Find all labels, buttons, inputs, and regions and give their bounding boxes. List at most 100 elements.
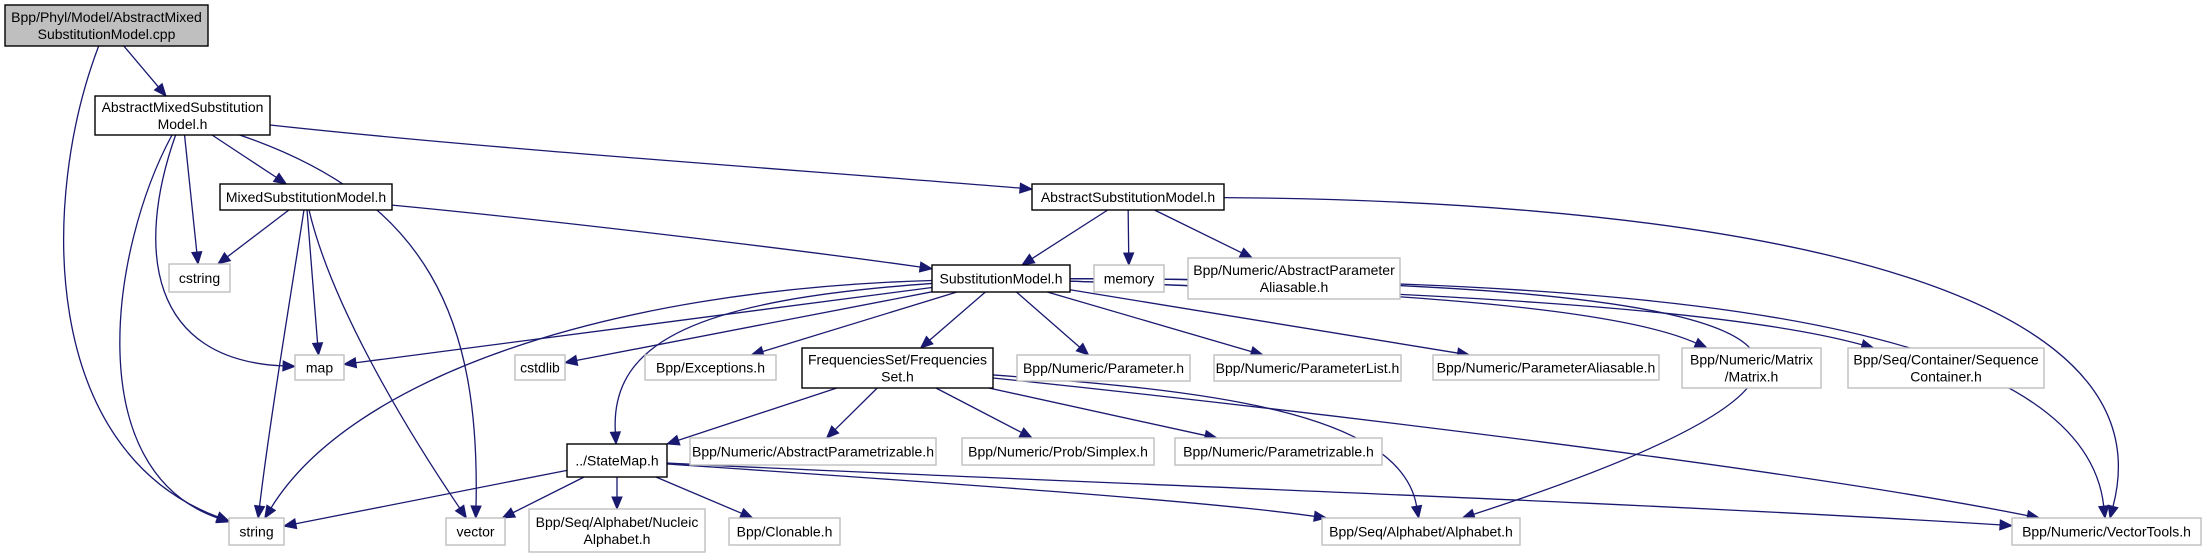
arrowhead-icon <box>1018 427 1034 439</box>
node-label: map <box>306 360 333 376</box>
node-msm-h[interactable]: MixedSubstitutionModel.h <box>219 183 393 211</box>
node-box <box>1174 437 1383 466</box>
edge-line <box>269 124 1021 189</box>
node-label: FrequenciesSet/Frequencies <box>808 352 987 368</box>
node-box <box>801 347 994 389</box>
node-label: cstring <box>179 270 220 286</box>
arrowhead-icon <box>1410 504 1423 520</box>
edge-line <box>666 463 1315 517</box>
arrowhead-icon <box>919 335 934 349</box>
node-label: cstdlib <box>520 360 560 376</box>
arrowhead-icon <box>825 425 840 439</box>
edge-sm_h-to-cstdlib <box>563 291 933 366</box>
edge-line <box>1047 291 1252 353</box>
edge-fs_h-to-absparametrizable_h <box>825 387 878 439</box>
node-label: Bpp/Seq/Alphabet/Alphabet.h <box>1329 524 1513 540</box>
node-box <box>1187 257 1401 300</box>
node-label: Bpp/Clonable.h <box>737 524 833 540</box>
arrowhead-icon <box>342 356 358 369</box>
node-box <box>445 517 506 546</box>
node-label: Alphabet.h <box>584 531 651 547</box>
node-label: Bpp/Numeric/ParameterList.h <box>1216 360 1400 376</box>
edge-sm_h-to-alphabet_h <box>1069 278 1759 520</box>
edges-layer <box>63 45 2120 531</box>
node-box <box>566 443 668 478</box>
edge-sm_h-to-fs_h <box>919 291 986 349</box>
edge-msm_h-to-vector <box>308 209 468 520</box>
node-fs-h[interactable]: FrequenciesSet/FrequenciesSet.h <box>801 347 994 389</box>
edge-line <box>1127 209 1130 254</box>
node-exceptions-h: Bpp/Exceptions.h <box>644 354 777 381</box>
edge-line <box>306 209 319 344</box>
node-box <box>1321 517 1521 546</box>
arrowhead-icon <box>1122 252 1135 267</box>
node-box <box>228 517 285 546</box>
edge-asm_h-to-sm_h <box>1020 209 1109 266</box>
edge-amsm_h-to-asm_h <box>269 124 1034 194</box>
node-cstring: cstring <box>168 263 231 293</box>
node-box <box>514 354 566 381</box>
arrowhead-icon <box>153 82 167 97</box>
edge-line <box>614 282 933 433</box>
node-map: map <box>294 354 345 381</box>
edge-line <box>1031 209 1109 260</box>
edge-amsm_h-to-msm_h <box>211 134 288 185</box>
node-sm-h[interactable]: SubstitutionModel.h <box>931 264 1071 293</box>
edge-line <box>1223 196 2120 507</box>
node-label: AbstractMixedSubstitution <box>102 99 264 115</box>
edge-line <box>119 134 218 519</box>
edge-line <box>155 134 284 367</box>
edge-sm_h-to-parameter_h <box>1016 291 1090 356</box>
arrowhead-icon <box>216 251 232 265</box>
edge-line <box>1069 278 2105 507</box>
edge-line <box>666 462 2001 526</box>
arrowhead-icon <box>311 342 324 357</box>
node-label: Aliasable.h <box>1260 279 1329 295</box>
node-vectortools-h: Bpp/Numeric/VectorTools.h <box>2011 517 2202 546</box>
node-label: Bpp/Numeric/Matrix <box>1690 352 1813 368</box>
arrowhead-icon <box>1019 182 1034 194</box>
arrowhead-icon <box>738 507 754 519</box>
arrowhead-icon <box>470 505 482 520</box>
node-simplex-h: Bpp/Numeric/Prob/Simplex.h <box>961 437 1155 466</box>
node-label: Bpp/Numeric/VectorTools.h <box>2022 524 2191 540</box>
edge-sm_h-to-paramaliasable_h <box>1069 289 1471 359</box>
node-alphabet-h: Bpp/Seq/Alphabet/Alphabet.h <box>1321 517 1521 546</box>
arrowhead-icon <box>1238 247 1254 259</box>
arrowhead-icon <box>1999 519 2014 531</box>
edge-line <box>123 45 159 88</box>
arrowhead-icon <box>2097 504 2110 520</box>
edge-fs_h-to-statemap_h <box>665 387 838 446</box>
edge-line <box>270 279 933 509</box>
node-label: string <box>239 524 273 540</box>
node-label: Bpp/Numeric/AbstractParametrizable.h <box>692 444 934 460</box>
node-asm-h[interactable]: AbstractSubstitutionModel.h <box>1031 183 1225 211</box>
node-label: SubstitutionModel.cpp <box>38 26 176 42</box>
edge-statemap_h-to-nucleic_h <box>611 477 623 511</box>
node-memory: memory <box>1093 264 1165 293</box>
node-box <box>931 264 1071 293</box>
edge-sm_h-to-string <box>264 279 933 520</box>
arrowhead-icon <box>609 431 622 446</box>
edge-sm_h-to-statemap_h <box>609 282 933 446</box>
edge-line <box>992 377 2028 517</box>
edge-msm_h-to-string <box>253 209 305 520</box>
edge-amsm_h-to-cstring <box>183 134 203 266</box>
edge-statemap_h-to-vector <box>501 476 585 519</box>
arrowhead-icon <box>454 504 468 520</box>
edge-line <box>576 291 933 362</box>
node-label: Bpp/Numeric/Prob/Simplex.h <box>968 444 1148 460</box>
arrowhead-icon <box>282 360 297 372</box>
edge-line <box>211 134 277 178</box>
edge-line <box>295 469 568 525</box>
node-label: Bpp/Numeric/Parametrizable.h <box>1183 444 1374 460</box>
edge-line <box>308 209 461 509</box>
node-absparametrizable-h: Bpp/Numeric/AbstractParametrizable.h <box>689 437 937 466</box>
node-cpp[interactable]: Bpp/Phyl/Model/AbstractMixedSubstitution… <box>4 4 209 47</box>
node-label: /Matrix.h <box>1725 369 1779 385</box>
node-statemap-h[interactable]: ../StateMap.h <box>566 443 668 478</box>
